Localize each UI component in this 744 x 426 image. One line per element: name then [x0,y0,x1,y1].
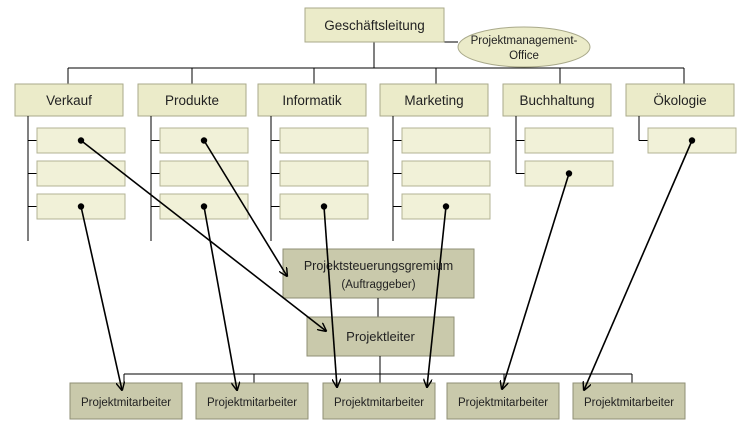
department-1: Produkte [137,83,249,241]
arrow-line [323,206,337,388]
pmo-node: Projektmanagement- Office [457,26,591,68]
department-label: Informatik [282,93,342,108]
department-subunit [279,160,369,187]
department-subunit [159,160,249,187]
management-node: Geschäftsleitung [304,7,445,43]
arrow-line [584,140,693,391]
assignment-arrow-7 [584,137,696,391]
steering-committee-line1: Projektsteuerungsgremium [304,259,453,273]
assignment-arrow-3 [200,203,237,391]
department-label: Ökologie [653,93,706,108]
department-box [257,83,367,117]
project-leader-node: Projektleiter [306,316,455,357]
project-leader-label: Projektleiter [346,329,415,344]
project-member-label: Projektmitarbeiter [584,397,674,409]
pmo-label-line2: Office [509,50,539,62]
project-member-box [322,382,436,420]
assignment-arrows [77,137,696,391]
department-subunit [524,127,614,154]
department-box [502,83,612,117]
hierarchy-lines [67,41,685,84]
department-box [625,83,735,117]
assignment-arrow-6 [502,170,573,390]
department-label: Marketing [404,93,463,108]
project-member-2: Projektmitarbeiter [322,382,436,420]
project-member-label: Projektmitarbeiter [458,397,548,409]
project-member-label: Projektmitarbeiter [207,397,297,409]
arrow-line [203,140,287,277]
assignment-arrow-5 [427,203,450,388]
department-subunit [401,160,491,187]
steering-committee-node: Projektsteuerungsgremium (Auftraggeber) [282,248,475,299]
project-members: Projektmitarbeiter Projektmitarbeiter Proj… [69,382,686,420]
department-0: Verkauf [14,83,126,241]
arrow-line [203,206,237,391]
departments: Verkauf Produkte Informatik Marketing Buchha… [14,83,737,241]
department-3: Marketing [379,83,491,241]
department-subunit [279,127,369,154]
arrow-line [502,173,570,390]
project-member-0: Projektmitarbeiter [69,382,183,420]
department-subunit [401,127,491,154]
member-hierarchy-lines [123,356,633,383]
project-member-4: Projektmitarbeiter [572,382,686,420]
department-4: Buchhaltung [502,83,614,187]
management-label: Geschäftsleitung [324,18,425,33]
project-member-box [195,382,309,420]
project-member-label: Projektmitarbeiter [334,397,424,409]
arrow-line [80,139,326,332]
assignment-arrow-2 [77,203,122,391]
arrow-line [80,206,122,391]
arrow-line [427,206,447,388]
department-label: Verkauf [46,93,92,108]
pmo-label-line1: Projektmanagement- [471,35,578,47]
department-2: Informatik [257,83,369,241]
assignment-arrow-0 [77,137,326,332]
department-label: Buchhaltung [519,93,594,108]
project-member-box [572,382,686,420]
project-member-box [69,382,183,420]
steering-committee-line2: (Auftraggeber) [341,279,415,291]
department-5: Ökologie [625,83,737,154]
assignment-arrow-4 [320,203,337,388]
assignment-arrow-1 [200,137,287,277]
department-label: Produkte [165,93,219,108]
department-box [14,83,124,117]
department-subunit [36,160,126,187]
department-box [379,83,489,117]
project-member-label: Projektmitarbeiter [81,397,171,409]
department-box [137,83,247,117]
project-member-1: Projektmitarbeiter [195,382,309,420]
